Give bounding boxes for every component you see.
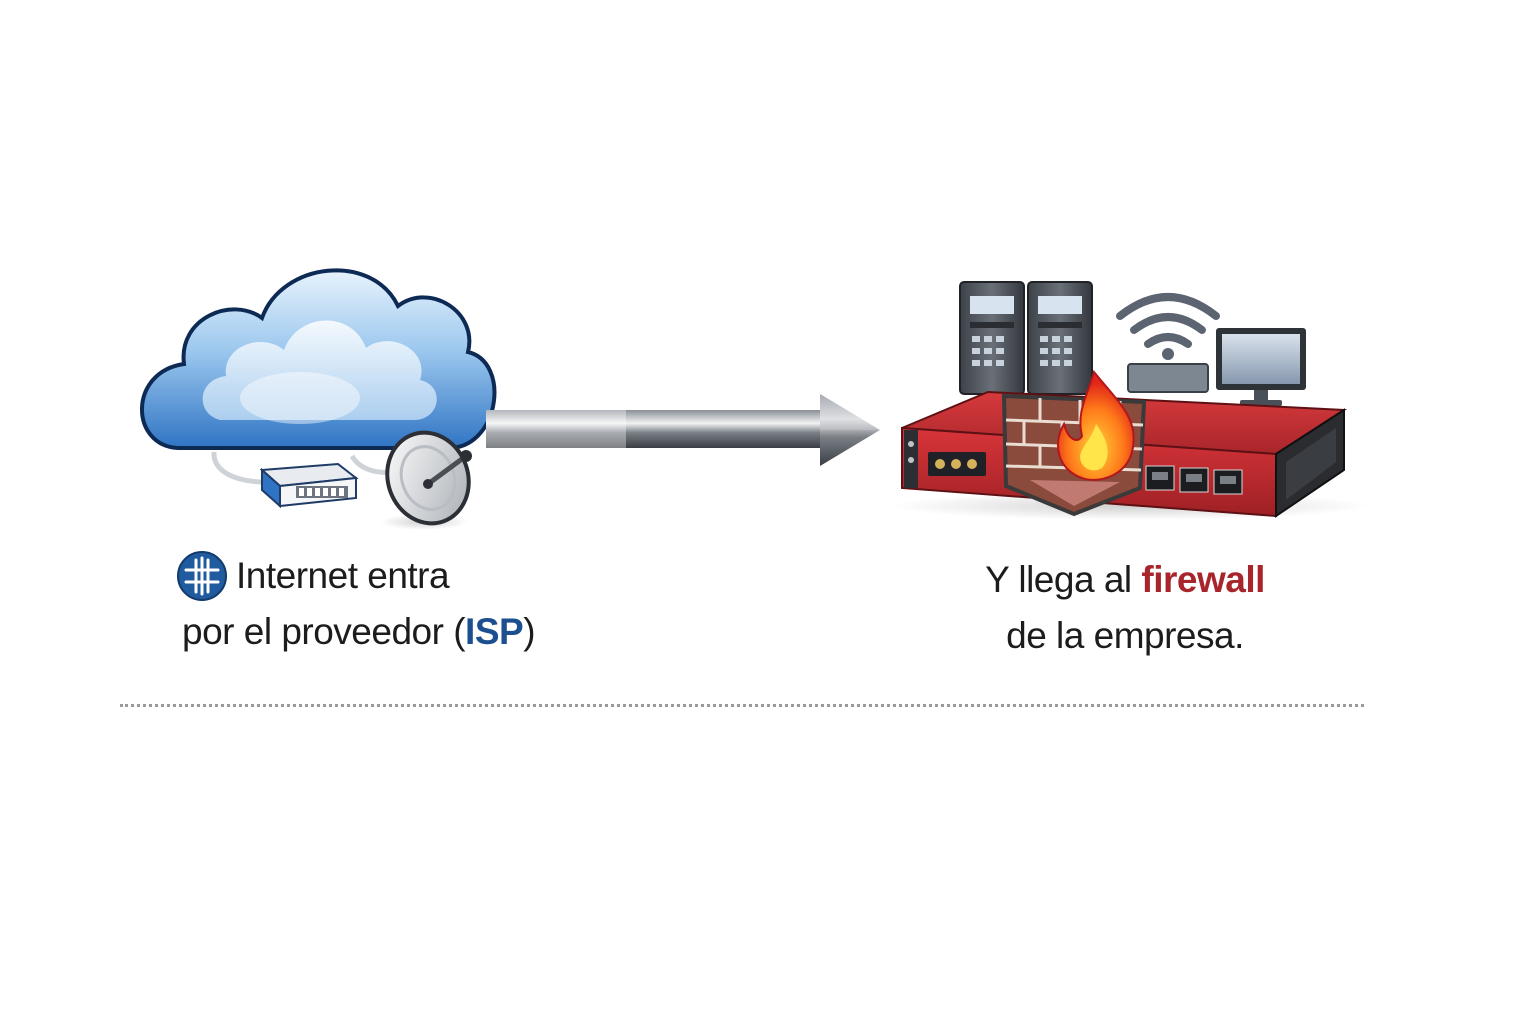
firewall-accent: firewall xyxy=(1141,559,1265,600)
modem-icon xyxy=(259,462,359,509)
isp-caption-line1: Internet entra xyxy=(236,555,450,596)
monitor-icon xyxy=(1216,328,1306,406)
isp-caption-suffix: ) xyxy=(523,611,536,652)
satellite-dish-icon xyxy=(380,430,472,530)
firewall-caption: Y llega al firewall de la empresa. xyxy=(940,552,1310,664)
router-base xyxy=(1127,363,1209,393)
server-icon xyxy=(959,281,1025,395)
isp-caption: Internet entra por el proveedor (ISP) xyxy=(176,548,596,660)
isp-caption-line2: por el proveedor (ISP) xyxy=(176,604,596,660)
arrow-icon xyxy=(486,394,880,466)
firewall-caption-line1: Y llega al firewall xyxy=(940,552,1310,608)
server-icon xyxy=(1027,281,1093,395)
isp-accent: ISP xyxy=(465,611,524,652)
wifi-icon xyxy=(1116,293,1220,360)
cloud-icon xyxy=(140,268,497,450)
firewall-caption-line2: de la empresa. xyxy=(1006,615,1244,656)
isp-caption-prefix: por el proveedor ( xyxy=(182,611,466,652)
firewall-caption-prefix: Y llega al xyxy=(985,559,1142,600)
firewall-icon xyxy=(890,369,1370,520)
dotted-divider xyxy=(120,704,1364,707)
globe-icon xyxy=(177,551,227,601)
